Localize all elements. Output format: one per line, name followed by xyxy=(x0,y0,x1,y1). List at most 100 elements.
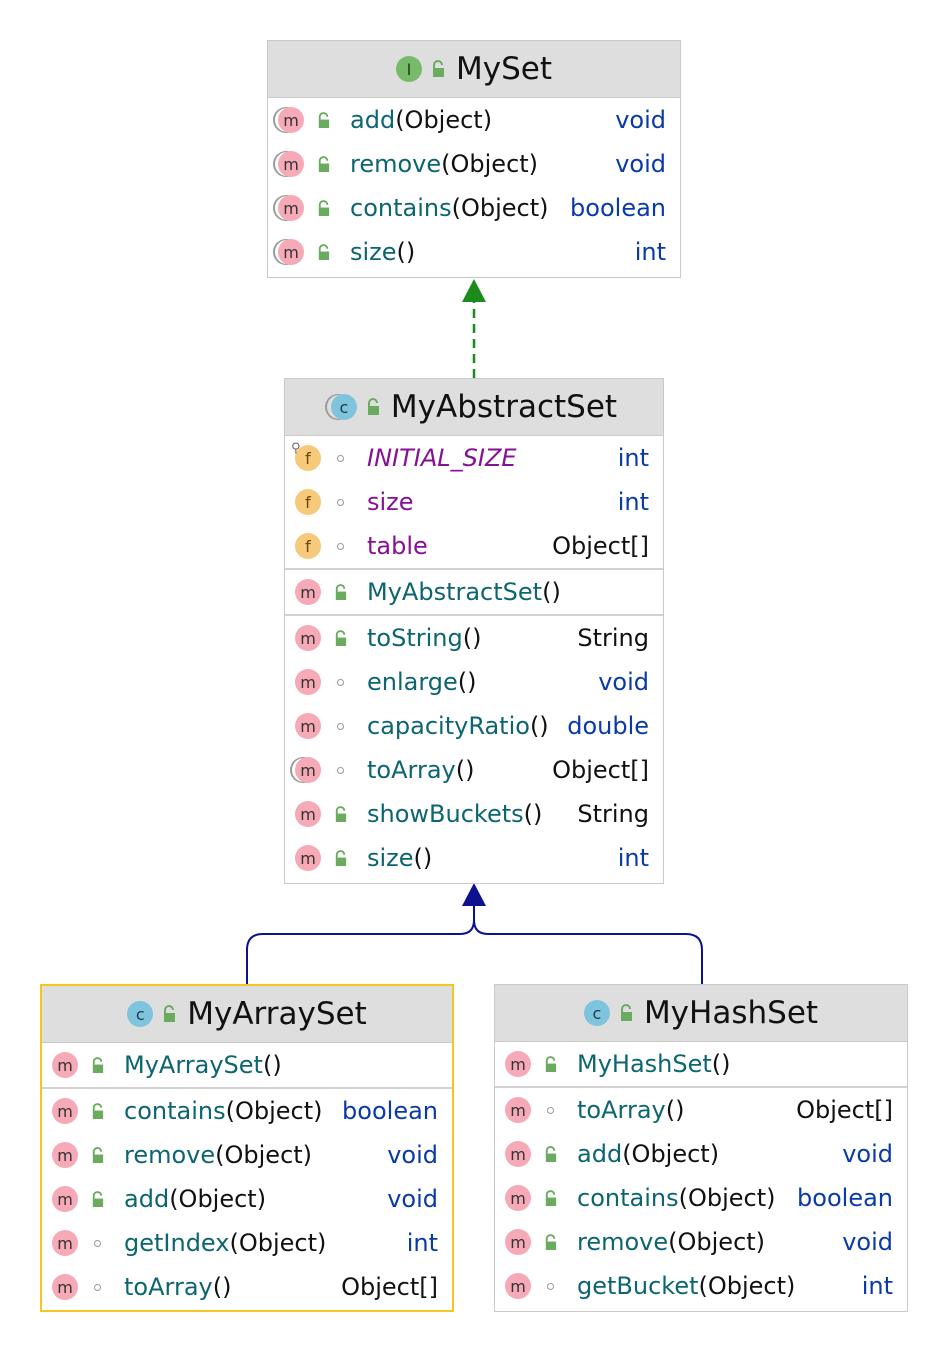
method-icon: m xyxy=(295,713,321,739)
member-type: void xyxy=(387,1185,438,1213)
method-row[interactable]: m getBucket(Object) int xyxy=(495,1264,907,1308)
member-name: size xyxy=(367,844,414,872)
box-header: c MyAbstractSet xyxy=(285,379,663,436)
member-type: Object[] xyxy=(552,532,649,560)
member-name: size xyxy=(350,238,397,266)
open-lock-icon xyxy=(541,1054,559,1074)
member-type: int xyxy=(861,1272,893,1300)
open-lock-icon xyxy=(331,804,349,824)
member-type: void xyxy=(387,1141,438,1169)
circle-dot-icon xyxy=(88,1233,106,1253)
member-params: (Object) xyxy=(215,1141,313,1169)
box-header: I MySet xyxy=(268,41,680,98)
member-params: () xyxy=(542,578,561,606)
interface-icon: I xyxy=(396,56,422,82)
member-params: (Object) xyxy=(668,1228,766,1256)
method-icon: m xyxy=(505,1051,531,1077)
member-name: toArray xyxy=(367,756,456,784)
method-icon: m xyxy=(52,1274,78,1300)
field-icon: f xyxy=(295,489,321,515)
class-icon: c xyxy=(583,1000,610,1026)
member-params: (Object) xyxy=(698,1272,796,1300)
member-type: Object[] xyxy=(796,1096,893,1124)
method-icon: m xyxy=(295,801,321,827)
member-name: toArray xyxy=(124,1273,213,1301)
open-lock-icon xyxy=(331,582,349,602)
member-params: (Object) xyxy=(441,150,539,178)
member-name: contains xyxy=(577,1184,679,1212)
open-lock-icon xyxy=(331,848,349,868)
method-icon: m xyxy=(52,1186,78,1212)
member-type: int xyxy=(617,444,649,472)
member-params: (Object) xyxy=(451,194,549,222)
circle-dot-icon xyxy=(88,1277,106,1297)
member-params: () xyxy=(396,238,416,266)
method-icon: m xyxy=(505,1273,531,1299)
open-lock-icon xyxy=(314,110,332,130)
box-header: c MyHashSet xyxy=(495,985,907,1042)
method-icon: m xyxy=(52,1230,78,1256)
member-name: getBucket xyxy=(577,1272,699,1300)
member-name: INITIAL_SIZE xyxy=(367,444,517,472)
circle-dot-icon xyxy=(331,492,349,512)
method-icon: m xyxy=(505,1141,531,1167)
member-name: remove xyxy=(350,150,442,178)
member-type: int xyxy=(406,1229,438,1257)
member-name: contains xyxy=(350,194,452,222)
member-type: void xyxy=(842,1228,893,1256)
member-name: add xyxy=(577,1140,623,1168)
static-pin-icon: ⚲ xyxy=(291,441,301,456)
generalization-edge-myhashset[interactable] xyxy=(473,919,703,984)
open-lock-icon xyxy=(88,1145,106,1165)
member-params: () xyxy=(462,624,482,652)
member-name: remove xyxy=(124,1141,216,1169)
open-lock-icon xyxy=(541,1144,559,1164)
open-lock-icon xyxy=(314,154,332,174)
method-icon: m xyxy=(52,1052,78,1078)
member-type: Object[] xyxy=(341,1273,438,1301)
method-icon: m xyxy=(295,579,321,605)
member-type: int xyxy=(617,844,649,872)
box-title: MyHashSet xyxy=(643,995,819,1031)
generalization-edge-myarrayset[interactable] xyxy=(246,906,475,984)
member-params: () xyxy=(457,668,477,696)
abstract-method-icon: m xyxy=(278,239,304,265)
circle-dot-icon xyxy=(331,716,349,736)
box-header: c MyArraySet xyxy=(42,986,452,1043)
member-type: double xyxy=(567,712,649,740)
member-params: () xyxy=(455,756,475,784)
member-params: (Object) xyxy=(622,1140,720,1168)
